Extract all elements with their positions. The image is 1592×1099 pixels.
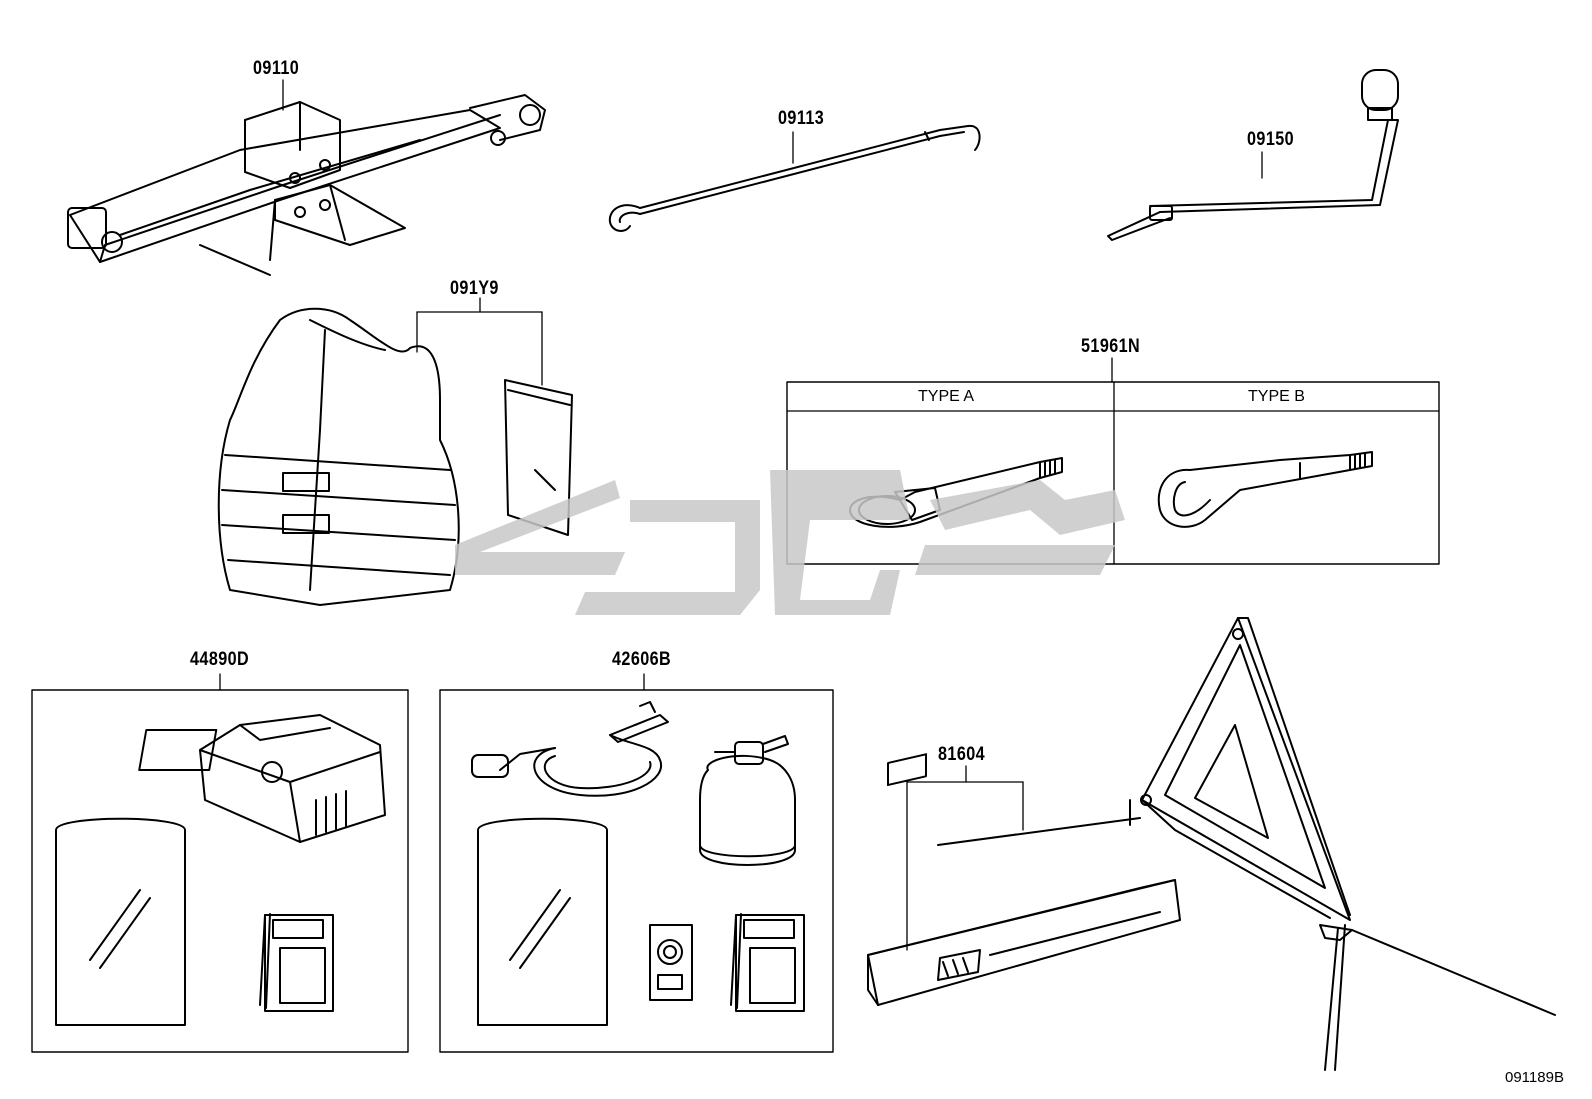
label-compressor-kit: 44890D bbox=[190, 649, 250, 670]
type-b-header: TYPE B bbox=[1248, 388, 1305, 405]
label-towing-eye: 51961N bbox=[1081, 336, 1141, 357]
label-jack-handle: 09113 bbox=[778, 108, 825, 129]
towing-eye-box bbox=[786, 357, 1440, 565]
label-repair-kit: 42606B bbox=[612, 649, 672, 670]
label-warning-triangle: 81604 bbox=[938, 744, 986, 765]
scissor-jack bbox=[67, 79, 546, 276]
label-safety-vest: 091Y9 bbox=[450, 278, 499, 299]
repair-kit bbox=[439, 673, 834, 1053]
wheel-wrench bbox=[1107, 69, 1399, 241]
diagram-code: 091189B bbox=[1505, 1069, 1564, 1086]
type-a-header: TYPE A bbox=[918, 388, 975, 405]
warning-triangle bbox=[867, 617, 1556, 1071]
label-wheel-wrench: 09150 bbox=[1247, 129, 1295, 150]
jack-handle bbox=[608, 124, 981, 232]
label-jack: 09110 bbox=[253, 58, 300, 79]
safety-vest bbox=[217, 297, 573, 606]
compressor-kit bbox=[31, 673, 409, 1053]
watermark-logo bbox=[455, 470, 1125, 615]
